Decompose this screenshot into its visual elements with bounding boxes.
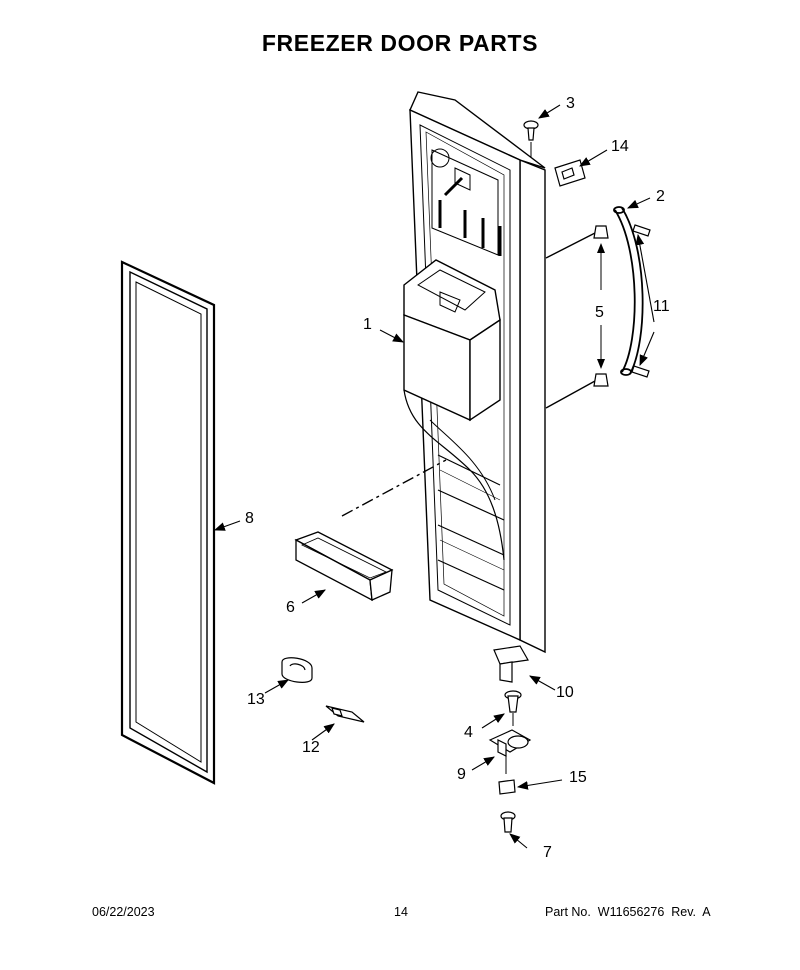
callout-14: 14 <box>611 138 629 155</box>
bottom-hinge <box>488 729 532 757</box>
clip-13 <box>281 657 313 683</box>
handle-studs <box>593 225 609 387</box>
callout-8: 8 <box>245 510 254 527</box>
footer-part-number: Part No. W11656276 Rev. A <box>545 905 711 919</box>
door-bin <box>294 531 394 602</box>
hinge-screw <box>504 690 522 713</box>
top-bracket <box>554 159 586 187</box>
callout-4: 4 <box>464 724 473 741</box>
footer-date: 06/22/2023 <box>92 905 155 919</box>
door-gasket <box>120 260 216 785</box>
callout-13: 13 <box>247 691 265 708</box>
callout-1: 1 <box>363 316 372 333</box>
callout-labels: 1 2 3 4 5 6 7 8 9 10 11 12 13 14 15 <box>245 95 670 861</box>
callout-10: 10 <box>556 684 574 701</box>
freezer-door <box>403 91 546 654</box>
top-hinge-screw <box>523 120 539 141</box>
callout-5: 5 <box>595 304 604 321</box>
leader-arrows <box>213 104 655 849</box>
callout-15: 15 <box>569 769 587 786</box>
callout-9: 9 <box>457 766 466 783</box>
callout-2: 2 <box>656 188 665 205</box>
screw-7 <box>500 811 516 833</box>
bushing <box>498 779 516 795</box>
set-screws <box>631 224 651 378</box>
door-handle <box>613 206 644 376</box>
callout-3: 3 <box>566 95 575 112</box>
callout-12: 12 <box>302 739 320 756</box>
page-title: FREEZER DOOR PARTS <box>261 30 539 56</box>
bracket-12 <box>325 705 365 723</box>
bottom-bracket <box>493 645 529 683</box>
footer-page-number: 14 <box>394 905 408 919</box>
callout-6: 6 <box>286 599 295 616</box>
callout-11: 11 <box>653 298 670 315</box>
callout-7: 7 <box>543 844 552 861</box>
